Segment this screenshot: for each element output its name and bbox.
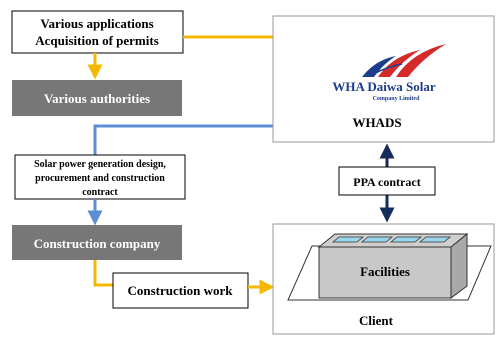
client-box: Facilities Client bbox=[272, 223, 495, 335]
logo-name: WHA Daiwa Solar bbox=[332, 79, 436, 94]
construction-work-label: Construction work bbox=[127, 283, 233, 298]
authorities-box: Various authorities bbox=[12, 80, 182, 116]
construction-company-box: Construction company bbox=[12, 225, 182, 260]
construction-work-box: Construction work bbox=[112, 272, 249, 309]
applications-box: Various applications Acquisition of perm… bbox=[11, 10, 184, 54]
ppa-contract-box: PPA contract bbox=[338, 166, 436, 196]
yellow-connector-construction bbox=[93, 260, 113, 287]
facilities-label: Facilities bbox=[360, 264, 410, 279]
ppa-contract-label: PPA contract bbox=[353, 175, 420, 189]
client-label: Client bbox=[359, 313, 394, 328]
whads-label: WHADS bbox=[352, 115, 401, 130]
epc-contract-box: Solar power generation design, procureme… bbox=[14, 154, 186, 200]
blue-connector-whads-contract bbox=[93, 124, 273, 155]
applications-line-1: Various applications bbox=[40, 16, 153, 31]
epc-line-1: Solar power generation design, bbox=[34, 159, 166, 170]
authorities-label: Various authorities bbox=[44, 91, 150, 106]
epc-line-3: contract bbox=[82, 187, 118, 198]
facility-building-icon bbox=[317, 232, 469, 299]
whads-box: WHA Daiwa Solar Company Limited WHADS bbox=[272, 15, 495, 143]
epc-line-2: procurement and construction bbox=[35, 173, 165, 184]
construction-company-label: Construction company bbox=[34, 236, 161, 251]
logo-subtitle: Company Limited bbox=[373, 96, 421, 102]
wha-daiwa-solar-logo-icon bbox=[362, 44, 446, 77]
applications-line-2: Acquisition of permits bbox=[35, 33, 159, 48]
